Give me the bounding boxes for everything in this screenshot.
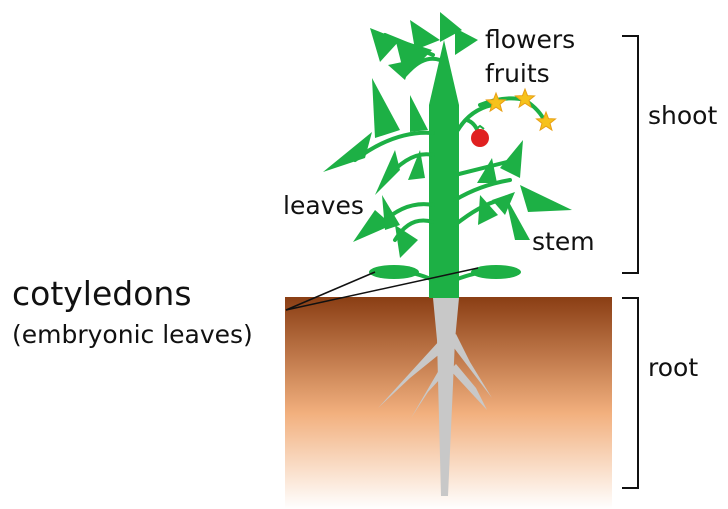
- label-stem: stem: [532, 227, 595, 256]
- label-flowers: flowers: [485, 25, 575, 54]
- main-stem: [429, 40, 459, 298]
- leaf: [323, 132, 372, 172]
- label-leaves: leaves: [283, 191, 364, 220]
- cotyledon-right: [471, 265, 521, 279]
- flowers-group: [487, 89, 556, 130]
- leaf: [395, 225, 418, 258]
- label-fruits: fruits: [485, 59, 550, 88]
- leaf: [455, 28, 478, 55]
- label-shoot: shoot: [648, 101, 717, 130]
- cotyledon-left: [369, 265, 419, 279]
- leaf: [388, 60, 412, 80]
- label-root: root: [648, 353, 698, 382]
- root-bracket: [622, 298, 638, 488]
- flower-icon: [487, 93, 506, 111]
- leaf: [410, 20, 440, 50]
- leaf: [520, 185, 572, 212]
- fruit-icon: [471, 129, 489, 147]
- leaf: [375, 150, 400, 195]
- shoot-bracket: [622, 36, 638, 273]
- leaf: [372, 78, 400, 138]
- label-cotyledons: cotyledons: [12, 274, 192, 313]
- label-cotyledons-sub: (embryonic leaves): [12, 320, 253, 349]
- leaf: [500, 140, 523, 178]
- leaf: [410, 95, 428, 132]
